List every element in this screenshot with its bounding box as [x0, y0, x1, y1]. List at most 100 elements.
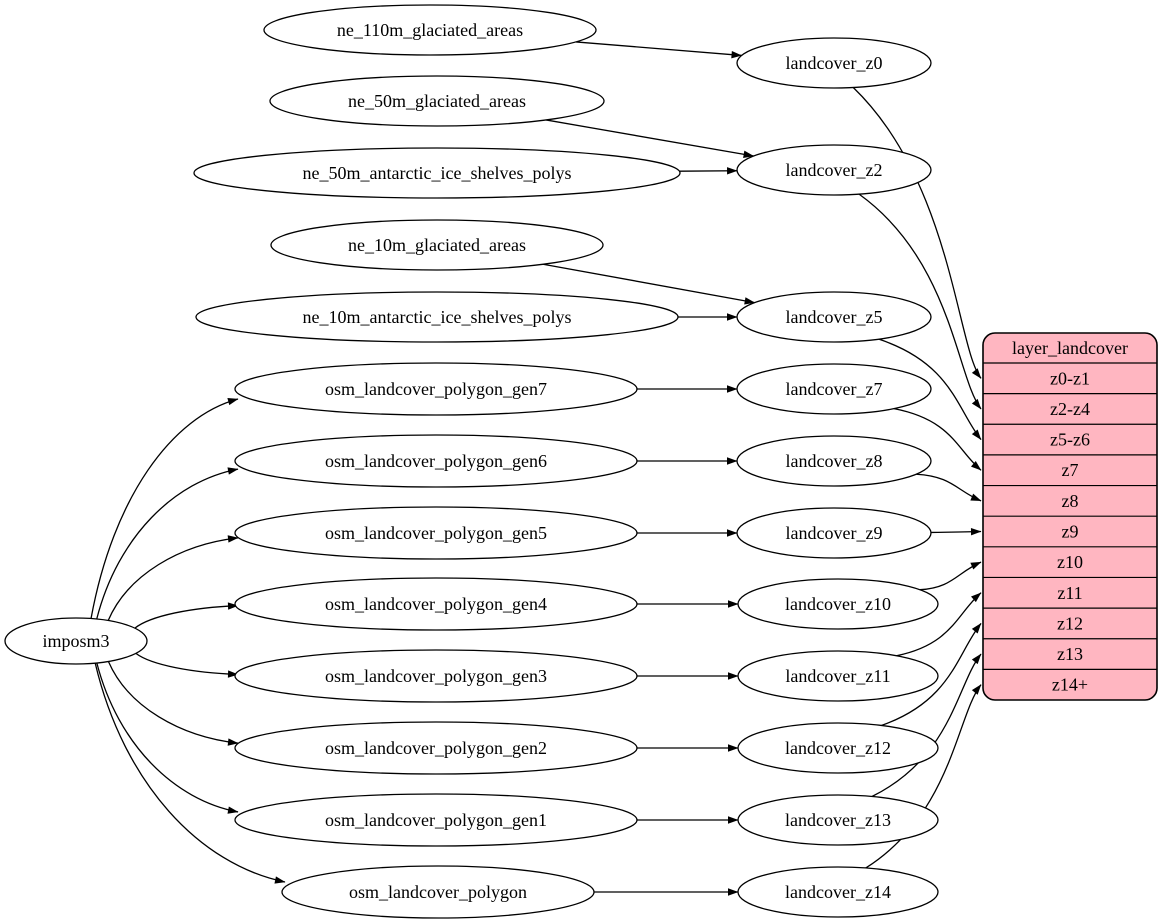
- ne_50m_glaciated_areas-label: ne_50m_glaciated_areas: [348, 91, 526, 111]
- edge-imposm3-to-osm_landcover_polygon_gen1: [96, 662, 239, 814]
- osm_landcover_polygon_gen1-ellipse: [234, 793, 638, 847]
- table-row-z12: z12: [1057, 613, 1083, 633]
- edge-imposm3-to-osm_landcover_polygon_gen5: [107, 535, 239, 621]
- edge-landcover_z5-to-z5-z6: [878, 338, 982, 440]
- osm_landcover_polygon_gen6-label: osm_landcover_polygon_gen6: [325, 451, 547, 471]
- osm_landcover_polygon_gen3-ellipse: [234, 649, 638, 703]
- landcover_z8-ellipse: [736, 435, 932, 487]
- edge-landcover_z10-to-z10: [919, 561, 982, 591]
- ne_10m_glaciated_areas-ellipse: [270, 219, 604, 271]
- landcover_z11-label: landcover_z11: [785, 666, 890, 686]
- osm_landcover_polygon_gen3-label: osm_landcover_polygon_gen3: [325, 666, 547, 686]
- edge-imposm3-to-osm_landcover_polygon_gen6: [96, 467, 239, 620]
- node-osm_landcover_polygon: osm_landcover_polygon: [281, 865, 595, 919]
- osm_landcover_polygon_gen4-ellipse: [234, 577, 638, 631]
- landcover_z7-label: landcover_z7: [786, 379, 883, 399]
- osm_landcover_polygon_gen5-ellipse: [234, 506, 638, 560]
- node-landcover_z0: landcover_z0: [736, 37, 932, 89]
- ne_110m_glaciated_areas-label: ne_110m_glaciated_areas: [337, 20, 523, 40]
- ne_50m_antarctic_ice_shelves_polys-ellipse: [193, 147, 681, 199]
- landcover_z8-label: landcover_z8: [786, 451, 883, 471]
- imposm3-label: imposm3: [42, 631, 109, 651]
- osm_landcover_polygon_gen7-ellipse: [234, 362, 638, 416]
- imposm3-ellipse: [4, 617, 148, 665]
- ne_50m_glaciated_areas-ellipse: [269, 75, 605, 127]
- node-osm_landcover_polygon_gen2: osm_landcover_polygon_gen2: [234, 721, 638, 775]
- node-landcover_z11: landcover_z11: [737, 650, 939, 702]
- osm_landcover_polygon_gen7-label: osm_landcover_polygon_gen7: [325, 379, 547, 399]
- edge-landcover_z14-to-z14+: [865, 684, 982, 869]
- table-row-z7: z7: [1062, 460, 1079, 480]
- node-landcover_z8: landcover_z8: [736, 435, 932, 487]
- edge-landcover_z7-to-z7: [893, 408, 982, 471]
- table-layer_landcover: layer_landcoverz0-z1z2-z4z5-z6z7z8z9z10z…: [982, 332, 1158, 701]
- node-landcover_z13: landcover_z13: [737, 794, 939, 846]
- node-osm_landcover_polygon_gen6: osm_landcover_polygon_gen6: [234, 434, 638, 488]
- landcover_z9-label: landcover_z9: [786, 523, 883, 543]
- table-row-z0-z1: z0-z1: [1050, 368, 1090, 388]
- landcover_z12-ellipse: [737, 722, 939, 774]
- landcover_z5-label: landcover_z5: [786, 307, 883, 327]
- edge-imposm3-to-osm_landcover_polygon_gen7: [90, 398, 239, 619]
- ne_10m_glaciated_areas-label: ne_10m_glaciated_areas: [348, 235, 526, 255]
- landcover_z7-ellipse: [736, 363, 932, 415]
- ne_50m_antarctic_ice_shelves_polys-label: ne_50m_antarctic_ice_shelves_polys: [303, 163, 572, 183]
- node-osm_landcover_polygon_gen1: osm_landcover_polygon_gen1: [234, 793, 638, 847]
- osm_landcover_polygon_gen5-label: osm_landcover_polygon_gen5: [325, 523, 547, 543]
- node-imposm3: imposm3: [4, 617, 148, 665]
- edge-landcover_z2-to-z2-z4: [858, 193, 982, 410]
- osm_landcover_polygon_gen2-label: osm_landcover_polygon_gen2: [325, 738, 547, 758]
- landcover_z0-ellipse: [736, 37, 932, 89]
- edge-landcover_z9-to-z9: [930, 527, 982, 536]
- edge-landcover_z13-to-z13: [871, 653, 982, 798]
- edge-landcover_z8-to-z8: [916, 473, 982, 502]
- ne_10m_antarctic_ice_shelves_polys-label: ne_10m_antarctic_ice_shelves_polys: [303, 307, 572, 327]
- landcover_z2-label: landcover_z2: [786, 160, 883, 180]
- table-row-z11: z11: [1057, 583, 1082, 603]
- edge-landcover_z0-to-z0-z1: [852, 87, 982, 379]
- node-landcover_z7: landcover_z7: [736, 363, 932, 415]
- osm_landcover_polygon_gen1-label: osm_landcover_polygon_gen1: [325, 810, 547, 830]
- landcover_z9-ellipse: [736, 507, 932, 559]
- node-landcover_z12: landcover_z12: [737, 722, 939, 774]
- node-landcover_z5: landcover_z5: [736, 291, 932, 343]
- node-ne_110m_glaciated_areas: ne_110m_glaciated_areas: [263, 4, 597, 56]
- osm_landcover_polygon_gen6-ellipse: [234, 434, 638, 488]
- edge-imposm3-to-osm_landcover_polygon: [94, 662, 286, 884]
- table-row-z5-z6: z5-z6: [1050, 430, 1090, 450]
- edge-landcover_z12-to-z12: [881, 623, 982, 727]
- edge-ne_50m_glaciated_areas-to-landcover_z2: [545, 119, 755, 158]
- node-ne_10m_glaciated_areas: ne_10m_glaciated_areas: [270, 219, 604, 271]
- node-osm_landcover_polygon_gen4: osm_landcover_polygon_gen4: [234, 577, 638, 631]
- node-ne_10m_antarctic_ice_shelves_polys: ne_10m_antarctic_ice_shelves_polys: [195, 291, 679, 343]
- edge-imposm3-to-osm_landcover_polygon_gen2: [107, 661, 239, 746]
- node-landcover_z10: landcover_z10: [737, 578, 939, 630]
- edge-landcover_z11-to-z11: [896, 592, 982, 657]
- osm_landcover_polygon-ellipse: [281, 865, 595, 919]
- landcover_z5-ellipse: [736, 291, 932, 343]
- node-landcover_z2: landcover_z2: [736, 144, 932, 196]
- edge-imposm3-to-osm_landcover_polygon_gen4: [134, 602, 239, 629]
- edge-ne_10m_glaciated_areas-to-landcover_z5: [542, 263, 756, 305]
- landcover_z14-label: landcover_z14: [785, 882, 891, 902]
- landcover_z0-label: landcover_z0: [786, 53, 883, 73]
- table-row-z9: z9: [1062, 522, 1079, 542]
- landcover_z14-ellipse: [737, 866, 939, 918]
- landcover_z13-label: landcover_z13: [785, 810, 891, 830]
- landcover_z10-ellipse: [737, 578, 939, 630]
- landcover_z11-ellipse: [737, 650, 939, 702]
- node-osm_landcover_polygon_gen5: osm_landcover_polygon_gen5: [234, 506, 638, 560]
- table-row-z8: z8: [1062, 491, 1079, 511]
- landcover_z10-label: landcover_z10: [785, 594, 891, 614]
- edge-imposm3-to-osm_landcover_polygon_gen3: [135, 652, 239, 678]
- osm_landcover_polygon_gen2-ellipse: [234, 721, 638, 775]
- landcover_z12-label: landcover_z12: [785, 738, 891, 758]
- osm_landcover_polygon-label: osm_landcover_polygon: [349, 882, 527, 902]
- table-row-z14+: z14+: [1052, 675, 1088, 695]
- osm_landcover_polygon_gen4-label: osm_landcover_polygon_gen4: [325, 594, 547, 614]
- node-osm_landcover_polygon_gen3: osm_landcover_polygon_gen3: [234, 649, 638, 703]
- edge-ne_110m_glaciated_areas-to-landcover_z0: [575, 41, 743, 59]
- node-landcover_z14: landcover_z14: [737, 866, 939, 918]
- node-osm_landcover_polygon_gen7: osm_landcover_polygon_gen7: [234, 362, 638, 416]
